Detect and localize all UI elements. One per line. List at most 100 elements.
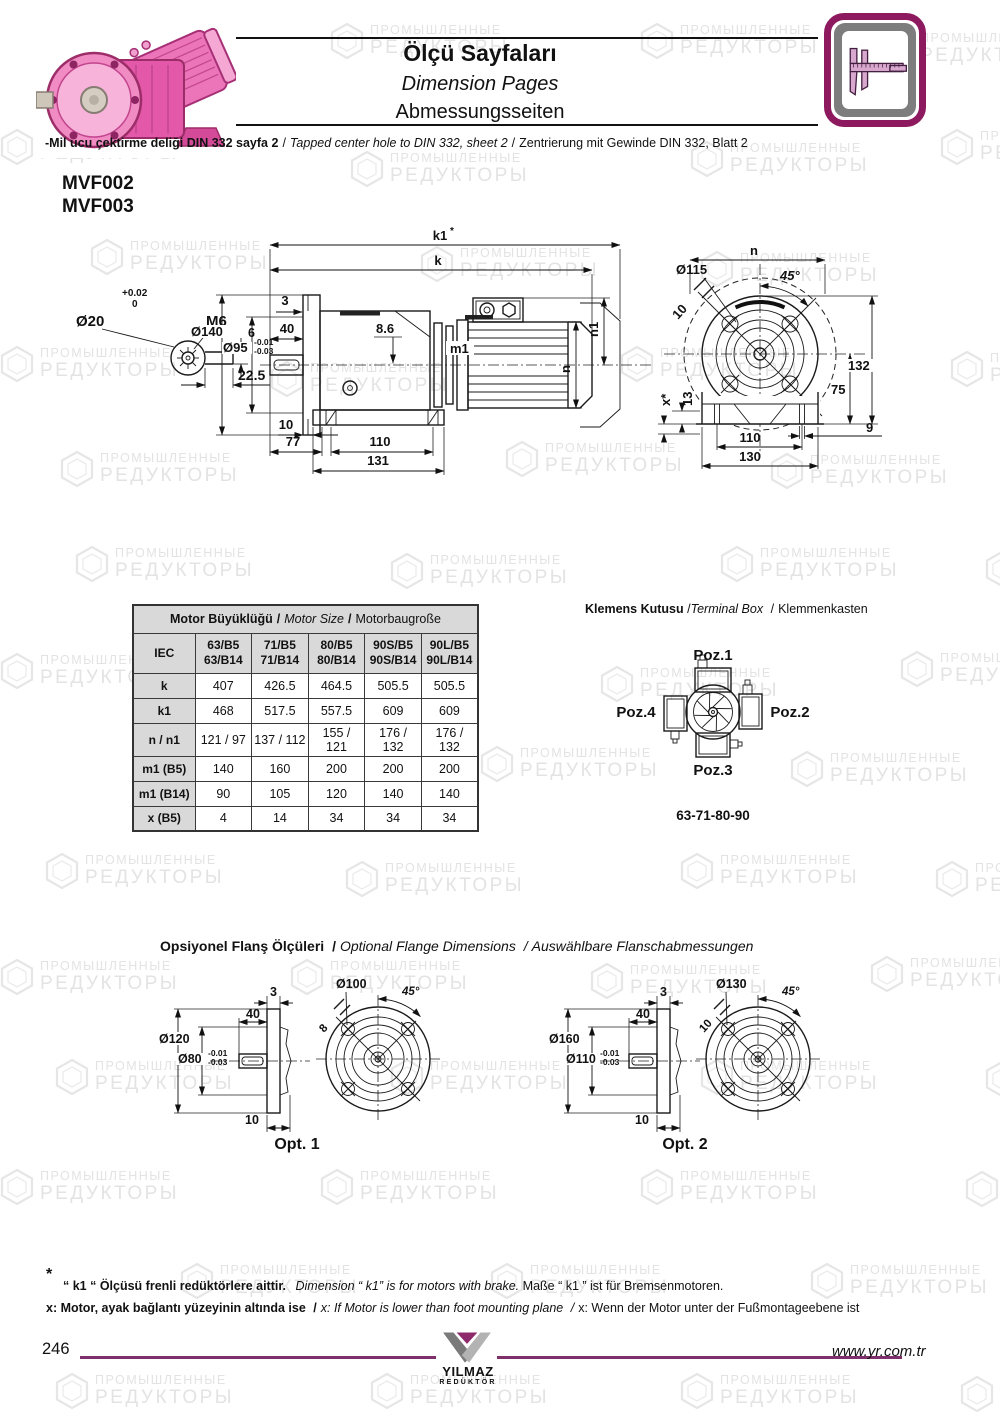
watermark: ПРОМЫШЛЕННЫЕ РЕДУКТОРЫ	[505, 440, 684, 478]
hexagon-logo-icon	[90, 238, 124, 276]
row-label: k1	[132, 697, 196, 724]
fan-spokes	[694, 693, 732, 731]
watermark: ПРОМЫШЛЕННЫЕ РЕДУКТОРЫ	[640, 22, 819, 60]
watermark: ПРОМЫШЛЕННЫЕ РЕДУКТОРЫ	[60, 450, 239, 488]
watermark-line2: РЕДУКТОРЫ	[390, 165, 530, 186]
row-label: x (B5)	[132, 805, 196, 832]
opt1-dim-10: 10	[245, 1113, 259, 1127]
watermark-line2: РЕДУКТОРЫ	[760, 560, 900, 581]
watermark: ПРОМЫШЛЕННЫЕ РЕДУКТОРЫ	[45, 852, 224, 890]
cell: 464.5	[307, 672, 366, 699]
watermark-line2: РЕДУКТОРЫ	[850, 1277, 990, 1298]
watermark-line1: ПРОМЫШЛЕННЫЕ	[830, 751, 962, 765]
poz2-label: Poz.2	[770, 704, 809, 721]
dim-110: 110	[370, 434, 391, 449]
watermark-line2: РЕДУКТОРЫ	[220, 1277, 360, 1298]
watermark: ПРОМЫШЛЕННЫЕ РЕДУКТОРЫ	[75, 545, 254, 583]
opt1-tol-b: -0.03	[208, 1057, 228, 1067]
watermark-line2: РЕДУКТОРЫ	[990, 365, 1000, 386]
website-url: www.yr.com.tr	[832, 1343, 926, 1360]
dim-10-front: 10	[669, 301, 690, 322]
hexagon-logo-icon	[680, 852, 714, 890]
watermark-line1: ПРОМЫШЛЕННЫЕ	[40, 1169, 172, 1183]
dim-dia115: Ø115	[676, 262, 707, 277]
model-names: MVF002 MVF003	[62, 172, 134, 218]
caliper-icon-frame	[824, 13, 926, 127]
col-header-line1: 90L/B5	[429, 638, 470, 652]
watermark: ПРОМЫШЛЕННЫЕ РЕДУКТОРЫ	[0, 958, 179, 996]
footnote-1: “ k1 “ Ölçüsü frenli redüktörlere aittir…	[63, 1279, 723, 1293]
page-title-block: Ölçü Sayfaları Dimension Pages Abmessung…	[280, 40, 680, 124]
watermark-line2: РЕДУКТОРЫ	[720, 867, 860, 888]
opt2-dim-3: 3	[660, 985, 667, 999]
watermark-line2: РЕДУКТОРЫ	[980, 143, 1000, 164]
flange-section-heading: Opsiyonel Flanş Ölçüleri /Optional Flang…	[160, 938, 753, 954]
watermark-line2: РЕДУКТОРЫ	[85, 867, 225, 888]
cell: 4	[194, 805, 253, 832]
hexagon-logo-icon	[900, 650, 934, 688]
watermark-line2: РЕДУКТОРЫ	[740, 265, 880, 286]
watermark-line1: ПРОМЫШЛЕННЫЕ	[730, 141, 862, 155]
watermark-line2: РЕДУКТОРЫ	[940, 665, 1000, 686]
din-note-tr: -Mil ucu çektirme deliği DIN 332 sayfa 2	[45, 136, 279, 150]
col-header-iec: IEC	[132, 632, 196, 674]
hexagon-logo-icon	[680, 1372, 714, 1410]
din-note-de: Zentrierung mit Gewinde DIN 332, Blatt 2	[519, 136, 748, 150]
footnote-1-tr: “ k1 “ Ölçüsü frenli redüktörlere aittir…	[63, 1279, 286, 1293]
dim-132: 132	[848, 358, 870, 373]
watermark: ПРОМЫШЛЕННЫЕ РЕДУКТОРЫ	[680, 1372, 859, 1410]
opt1-hole-dia: 8	[317, 1022, 331, 1035]
opt1-dia-bc: Ø100	[336, 977, 367, 991]
page-number: 246	[42, 1340, 70, 1358]
watermark-line2: РЕДУКТОРЫ	[680, 37, 820, 58]
separator: /	[687, 602, 691, 616]
hexagon-logo-icon	[940, 128, 974, 166]
opt2-dia-bc: Ø130	[716, 977, 747, 991]
watermark: ПРОМЫШЛЕННЫЕ РЕДУКТОРЫ	[680, 852, 859, 890]
dim-k1: k1	[433, 228, 447, 243]
watermark-line2: РЕДУКТОРЫ	[95, 1387, 235, 1408]
watermark-line1: ПРОМЫШЛЕННЫЕ	[640, 666, 772, 680]
flange-heading-de: Auswählbare Flanschabmessungen	[531, 938, 754, 954]
watermark-line1: ПРОМЫШЛЕННЫЕ	[220, 1263, 352, 1277]
watermark: ПРОМЫШЛЕННЫЕ РЕДУКТОРЫ	[870, 955, 1000, 993]
watermark: ПРОМЫШЛЕННЫЕ РЕДУКТОРЫ	[390, 1058, 569, 1096]
opt1-dim-40: 40	[246, 1007, 260, 1021]
terminal-box-sizes: 63-71-80-90	[676, 808, 750, 823]
watermark-line2: РЕДУКТОРЫ	[100, 465, 240, 486]
separator: /	[570, 1301, 575, 1315]
hexagon-logo-icon	[870, 955, 904, 993]
opt1-45deg: 45°	[401, 986, 420, 998]
watermark-line1: ПРОМЫШЛЕННЫЕ	[100, 451, 232, 465]
watermark-line2: РЕДУКТОРЫ	[720, 1387, 860, 1408]
dim-tol-zero: 0	[132, 299, 138, 310]
watermark-line1: ПРОМЫШЛЕННЫЕ	[810, 453, 942, 467]
col-header-line2: 80/B14	[317, 653, 356, 667]
hexagon-logo-icon	[0, 652, 34, 690]
watermark-line2: РЕДУКТОРЫ	[545, 455, 685, 476]
poz1-label: Poz.1	[693, 647, 732, 664]
watermark-line1: ПРОМЫШЛЕННЫЕ	[430, 1059, 562, 1073]
watermark-line1: ПРОМЫШЛЕННЫЕ	[680, 23, 812, 37]
hexagon-logo-icon	[950, 350, 984, 388]
table-row: k 407 426.5 464.5 505.5 505.5	[132, 672, 479, 699]
motor-size-table: Motor Büyüklüğü/Motor Size/Motorbaugroße…	[132, 604, 479, 832]
watermark-line1: ПРОМЫШЛЕННЫЕ	[360, 1169, 492, 1183]
cell: 200	[420, 755, 479, 782]
opt2-dia-hub: Ø110	[566, 1052, 596, 1066]
watermark: ПРОМЫШЛЕННЫЕ РЕДУКТОРЫ	[965, 1170, 1000, 1208]
watermark-line2: РЕДУКТОРЫ	[630, 977, 770, 998]
hexagon-logo-icon	[0, 1168, 34, 1206]
watermark-line2: РЕДУКТОРЫ	[920, 45, 1000, 66]
caliper-icon-bg	[842, 31, 908, 109]
watermark-line2: РЕДУКТОРЫ	[330, 973, 470, 994]
watermark: ПРОМЫШЛЕННЫЕ РЕДУКТОРЫ	[90, 238, 269, 276]
watermark-line2: РЕДУКТОРЫ	[95, 1073, 235, 1094]
watermark-line2: РЕДУКТОРЫ	[430, 1073, 570, 1094]
watermark: ПРОМЫШЛЕННЫЕ РЕДУКТОРЫ	[345, 860, 524, 898]
watermark-line2: РЕДУКТОРЫ	[680, 1183, 820, 1204]
hexagon-logo-icon	[75, 545, 109, 583]
hexagon-logo-icon	[810, 1262, 844, 1300]
